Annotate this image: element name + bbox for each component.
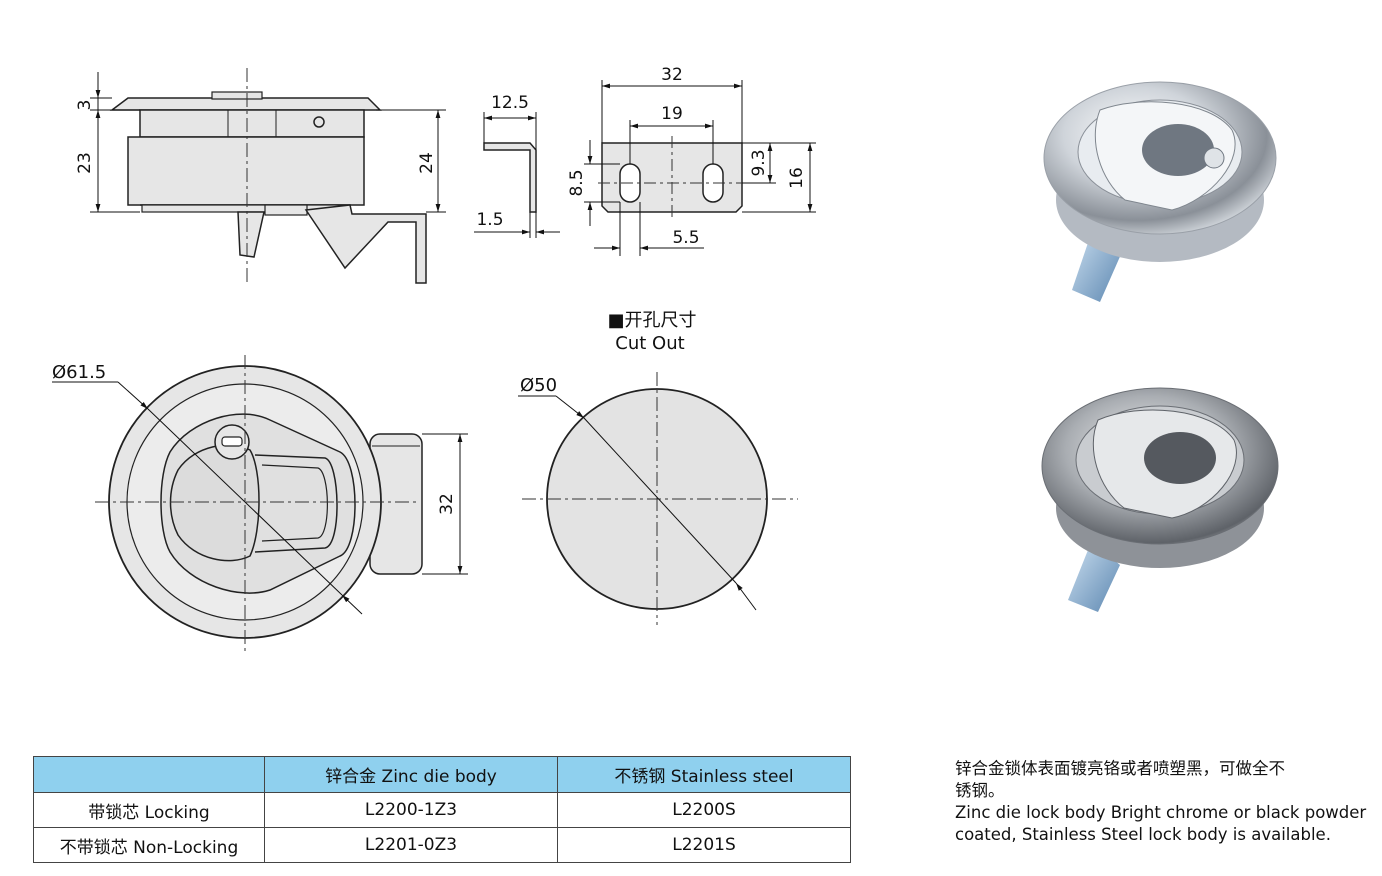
dim-front-width: 32 [437, 493, 457, 515]
cell-locking-stainless: L2200S [557, 792, 851, 828]
dim-plate-width: 32 [661, 65, 683, 85]
cell-non-locking-stainless: L2201S [557, 827, 851, 863]
dim-slot: 5.5 [672, 228, 699, 248]
dim-plate-height: 16 [787, 167, 807, 189]
bracket-view: 12.5 1.5 [474, 93, 560, 238]
dim-bracket-width: 12.5 [491, 93, 529, 113]
row-label-locking: 带锁芯 Locking [33, 792, 265, 828]
dim-hole-height: 8.5 [567, 169, 587, 196]
dim-hole-spacing: 19 [661, 104, 683, 124]
table-row: 带锁芯 Locking L2200-1Z3 L2200S [33, 792, 851, 828]
table-header-stainless: 不锈钢 Stainless steel [557, 756, 851, 793]
dim-plate-offset: 9.3 [749, 149, 769, 176]
table-header-zinc: 锌合金 Zinc die body [264, 756, 558, 793]
dim-bracket-thickness: 1.5 [476, 210, 503, 230]
row-label-non-locking: 不带锁芯 Non-Locking [33, 827, 265, 863]
cell-locking-zinc: L2200-1Z3 [264, 792, 558, 828]
cutout-view: ■开孔尺寸 Cut Out Ø50 [518, 310, 798, 625]
dim-side-total: 24 [417, 152, 437, 174]
dim-side-top: 3 [75, 100, 95, 111]
table-header-row: 锌合金 Zinc die body 不锈钢 Stainless steel [33, 756, 851, 793]
model-table: 锌合金 Zinc die body 不锈钢 Stainless steel 带锁… [33, 756, 851, 863]
dim-outer-diameter: Ø61.5 [52, 362, 106, 383]
cell-non-locking-zinc: L2201-0Z3 [264, 827, 558, 863]
table-header-empty [33, 756, 265, 793]
product-photo-stainless [1041, 387, 1279, 612]
dim-side-body: 23 [75, 152, 95, 174]
front-view: Ø61.5 32 [52, 355, 468, 652]
cutout-title-zh: ■开孔尺寸 [607, 310, 696, 331]
side-view: 3 23 24 [75, 68, 446, 285]
description-zh-line1: 锌合金锁体表面镀亮铬或者喷塑黑，可做全不 [955, 759, 1285, 778]
plate-view: 32 19 8.5 9.3 16 5.5 [567, 65, 816, 256]
description: 锌合金锁体表面镀亮铬或者喷塑黑，可做全不 锈钢。 Zinc die lock b… [955, 758, 1367, 846]
description-en: Zinc die lock body Bright chrome or blac… [955, 803, 1367, 844]
cutout-title-en: Cut Out [615, 333, 684, 354]
dim-cutout-diameter: Ø50 [520, 375, 557, 396]
description-zh-line2: 锈钢。 [955, 781, 1005, 800]
product-photo-chrome [1043, 81, 1277, 302]
table-row: 不带锁芯 Non-Locking L2201-0Z3 L2201S [33, 827, 851, 863]
